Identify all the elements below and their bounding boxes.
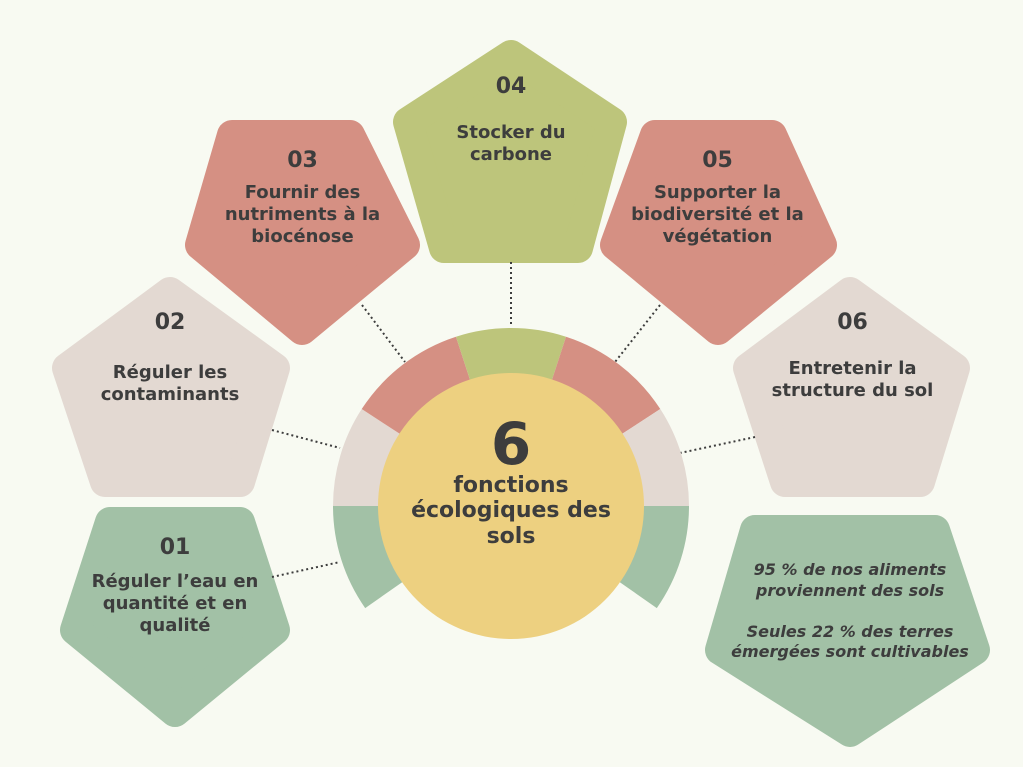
pentagon-04 (393, 40, 627, 263)
pentagon-01 (60, 507, 290, 727)
function-number: 02 (154, 310, 186, 335)
pentagon-05 (600, 120, 837, 345)
function-label: Réguler les contaminants (100, 362, 240, 405)
function-label: Réguler l’eau en quantité et en qualité (91, 571, 259, 636)
connector-06 (679, 436, 756, 454)
connector-02 (271, 429, 341, 449)
function-04: 04 Stocker du carbone (420, 74, 602, 166)
function-03: 03 Fournir des nutriments à la biocénose (200, 148, 405, 247)
function-number: 01 (159, 535, 191, 560)
function-number: 06 (837, 310, 868, 335)
function-number: 05 (702, 148, 733, 173)
function-01: 01 Réguler l’eau en quantité et en quali… (70, 535, 280, 636)
ring-segment-03 (361, 336, 474, 441)
function-06: 06 Entretenir la structure du sol (760, 310, 945, 402)
function-label: Stocker du carbone (456, 122, 566, 165)
pentagon-02 (52, 277, 290, 497)
function-label: Supporter la biodiversité et la végétati… (631, 182, 804, 247)
function-label: Fournir des nutriments à la biocénose (224, 182, 381, 247)
ring-segment-05 (548, 336, 661, 441)
fact-1: 95 % de nos aliments proviennent des sol… (753, 560, 947, 600)
facts-box: 95 % de nos aliments proviennent des sol… (725, 560, 975, 663)
function-02: 02 Réguler les contaminants (75, 310, 265, 406)
center-circle (378, 373, 644, 639)
function-05: 05 Supporter la biodiversité et la végét… (615, 148, 820, 247)
center-text: fonctions écologiques des sols (411, 473, 611, 549)
fact-2: Seules 22 % des terres émergées sont cul… (731, 621, 969, 662)
function-number: 04 (495, 74, 527, 99)
pentagon-06 (733, 277, 970, 497)
center-number: 6 (490, 410, 532, 478)
connector-05 (614, 304, 661, 363)
connector-01 (271, 561, 341, 578)
pentagon-03 (185, 120, 420, 345)
connector-03 (361, 304, 406, 363)
function-number: 03 (287, 148, 318, 173)
pentagon-facts (705, 515, 990, 747)
function-label: Entretenir la structure du sol (771, 358, 934, 401)
center-label: 6 fonctions écologiques des sols (411, 415, 611, 549)
